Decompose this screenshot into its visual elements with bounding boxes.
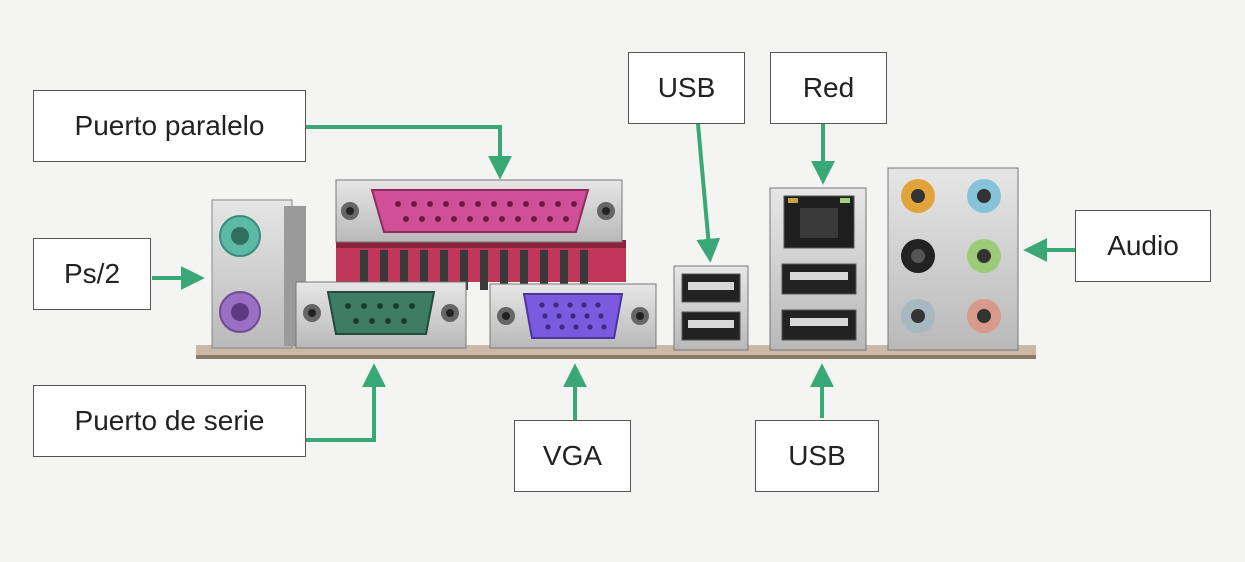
parallel-bracket [336, 240, 626, 290]
arrow-parallel [306, 125, 512, 180]
ps2-ports [211, 199, 306, 349]
arrow-serial [306, 363, 386, 442]
network-usb-stack [769, 187, 867, 351]
arrow-usb-top [696, 123, 721, 263]
audio-jacks [887, 167, 1019, 351]
label-vga: VGA [514, 420, 631, 492]
label-usb-bottom: USB [755, 420, 879, 492]
label-usb-top: USB [628, 52, 745, 124]
vga-port [489, 283, 657, 349]
serial-port [295, 281, 467, 349]
label-serial-port: Puerto de serie [33, 385, 306, 457]
label-parallel-port: Puerto paralelo [33, 90, 306, 162]
usb-stack-left [673, 265, 749, 351]
label-audio: Audio [1075, 210, 1211, 282]
label-ps2: Ps/2 [33, 238, 151, 310]
parallel-port [335, 179, 623, 243]
label-network: Red [770, 52, 887, 124]
